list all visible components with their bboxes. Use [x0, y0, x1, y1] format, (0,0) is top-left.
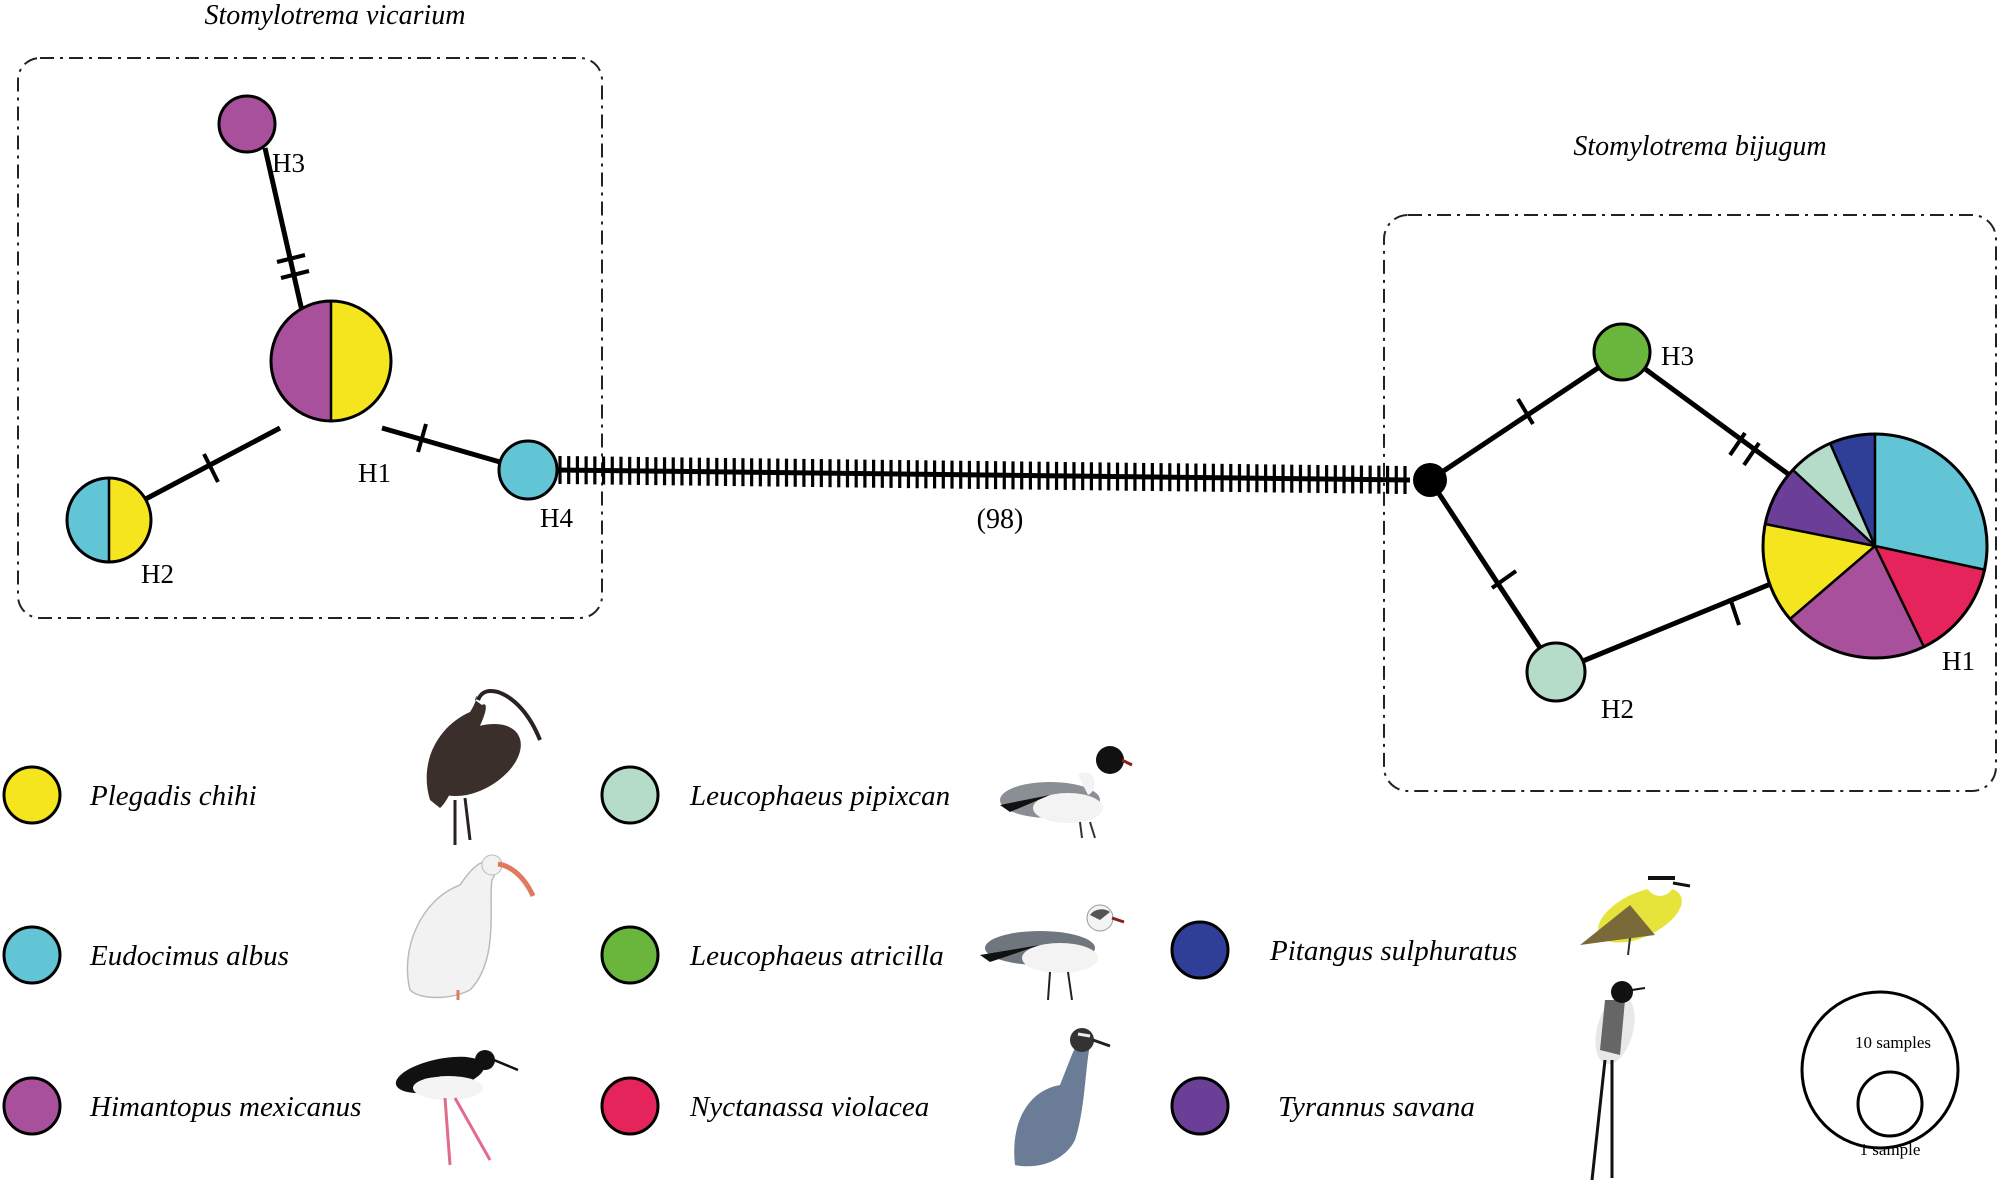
legend-swatch-pipixcan: [600, 765, 660, 825]
bijugum-junction-node: [1413, 463, 1447, 497]
bijugum-h1-slice-plegadis: [1762, 524, 1875, 619]
group-title-vicarium: Stomylotrema vicarium: [204, 0, 465, 31]
legend-label-himantopus: Himantopus mexicanus: [89, 1091, 361, 1123]
legend: Plegadis chihi Eudocimus albus Himantopu…: [2, 765, 1517, 1136]
bijugum-h3-node: [1592, 322, 1652, 382]
legend-label-nyctanassa: Nyctanassa violacea: [689, 1091, 929, 1123]
vicarium-h3-node: [217, 94, 277, 154]
bijugum-h2-node: [1525, 641, 1587, 703]
legend-swatch-plegadis: [2, 765, 62, 825]
scale-label-large: 10 samples: [1855, 1033, 1931, 1052]
vicarium-h2-slice-eudocimus: [67, 478, 109, 562]
legend-label-pitangus: Pitangus sulphuratus: [1269, 935, 1517, 967]
legend-label-pipixcan: Leucophaeus pipixcan: [689, 780, 950, 812]
ibis-white-bird-icon: [406, 854, 536, 1000]
legend-swatch-himantopus: [2, 1076, 62, 1136]
bijugum-h3-label: H3: [1661, 341, 1694, 371]
legend-label-eudocimus: Eudocimus albus: [89, 940, 289, 972]
scale-label-small: 1 sample: [1860, 1140, 1921, 1159]
vicarium-h1-node: [269, 299, 393, 423]
legend-label-plegadis: Plegadis chihi: [89, 780, 257, 812]
edge-h1-h4: [381, 425, 501, 465]
right-mutation-ticks: [1490, 397, 1761, 626]
vicarium-h1-slice-himantopus: [271, 301, 331, 421]
night-heron-bird-icon: [1014, 1028, 1111, 1167]
scale-circle-large: [1800, 990, 1960, 1150]
bijugum-h1-node: [1761, 432, 1989, 660]
ibis-dark-bird-icon: [426, 689, 542, 845]
legend-label-tyrannus: Tyrannus savana: [1278, 1091, 1475, 1123]
stilt-bird-icon: [395, 1050, 519, 1166]
vicarium-h3-label: H3: [272, 148, 305, 178]
bijugum-h1-slice-tyrannus: [1765, 470, 1875, 546]
group-box-bijugum: [1383, 214, 1997, 792]
group-title-bijugum: Stomylotrema bijugum: [1573, 131, 1826, 162]
vicarium-h4-label: H4: [540, 503, 573, 533]
gull-atricilla-bird-icon: [980, 904, 1125, 1001]
group-box-vicarium: [17, 57, 603, 619]
edge-junction-h2: [1427, 478, 1559, 674]
sample-size-scale: 10 samples 1 sample: [1800, 990, 1960, 1159]
bijugum-h1-slice-pipixcan: [1793, 443, 1875, 546]
vicarium-h2-node: [65, 476, 153, 564]
vicarium-h1-slice-plegadis: [331, 301, 391, 421]
legend-label-atricilla: Leucophaeus atricilla: [689, 940, 944, 972]
connector-label: (98): [977, 504, 1024, 535]
legend-swatch-pitangus: [1170, 920, 1230, 980]
legend-swatch-atricilla: [600, 925, 660, 985]
legend-swatch-nyctanassa: [600, 1076, 660, 1136]
scale-circle-small: [1856, 1070, 1924, 1138]
left-mutation-ticks: [202, 253, 428, 483]
connector-mutation-ticks: [558, 456, 1407, 494]
vicarium-h2-label: H2: [141, 559, 174, 589]
bijugum-h1-slice-eudocimus: [1875, 433, 1989, 570]
gull-pipixcan-bird-icon: [1000, 746, 1133, 839]
vicarium-h4-node: [497, 439, 559, 501]
bijugum-h2-label: H2: [1601, 694, 1634, 724]
legend-swatch-tyrannus: [1170, 1076, 1230, 1136]
kiskadee-bird-icon: [1580, 868, 1691, 956]
vicarium-h1-label: H1: [358, 458, 391, 488]
bijugum-h1-label: H1: [1942, 646, 1975, 676]
bijugum-h1-slice-himantopus: [1790, 546, 1924, 659]
legend-swatch-eudocimus: [2, 925, 62, 985]
vicarium-h2-slice-plegadis: [109, 478, 151, 562]
flycatcher-bird-icon: [1590, 981, 1646, 1181]
